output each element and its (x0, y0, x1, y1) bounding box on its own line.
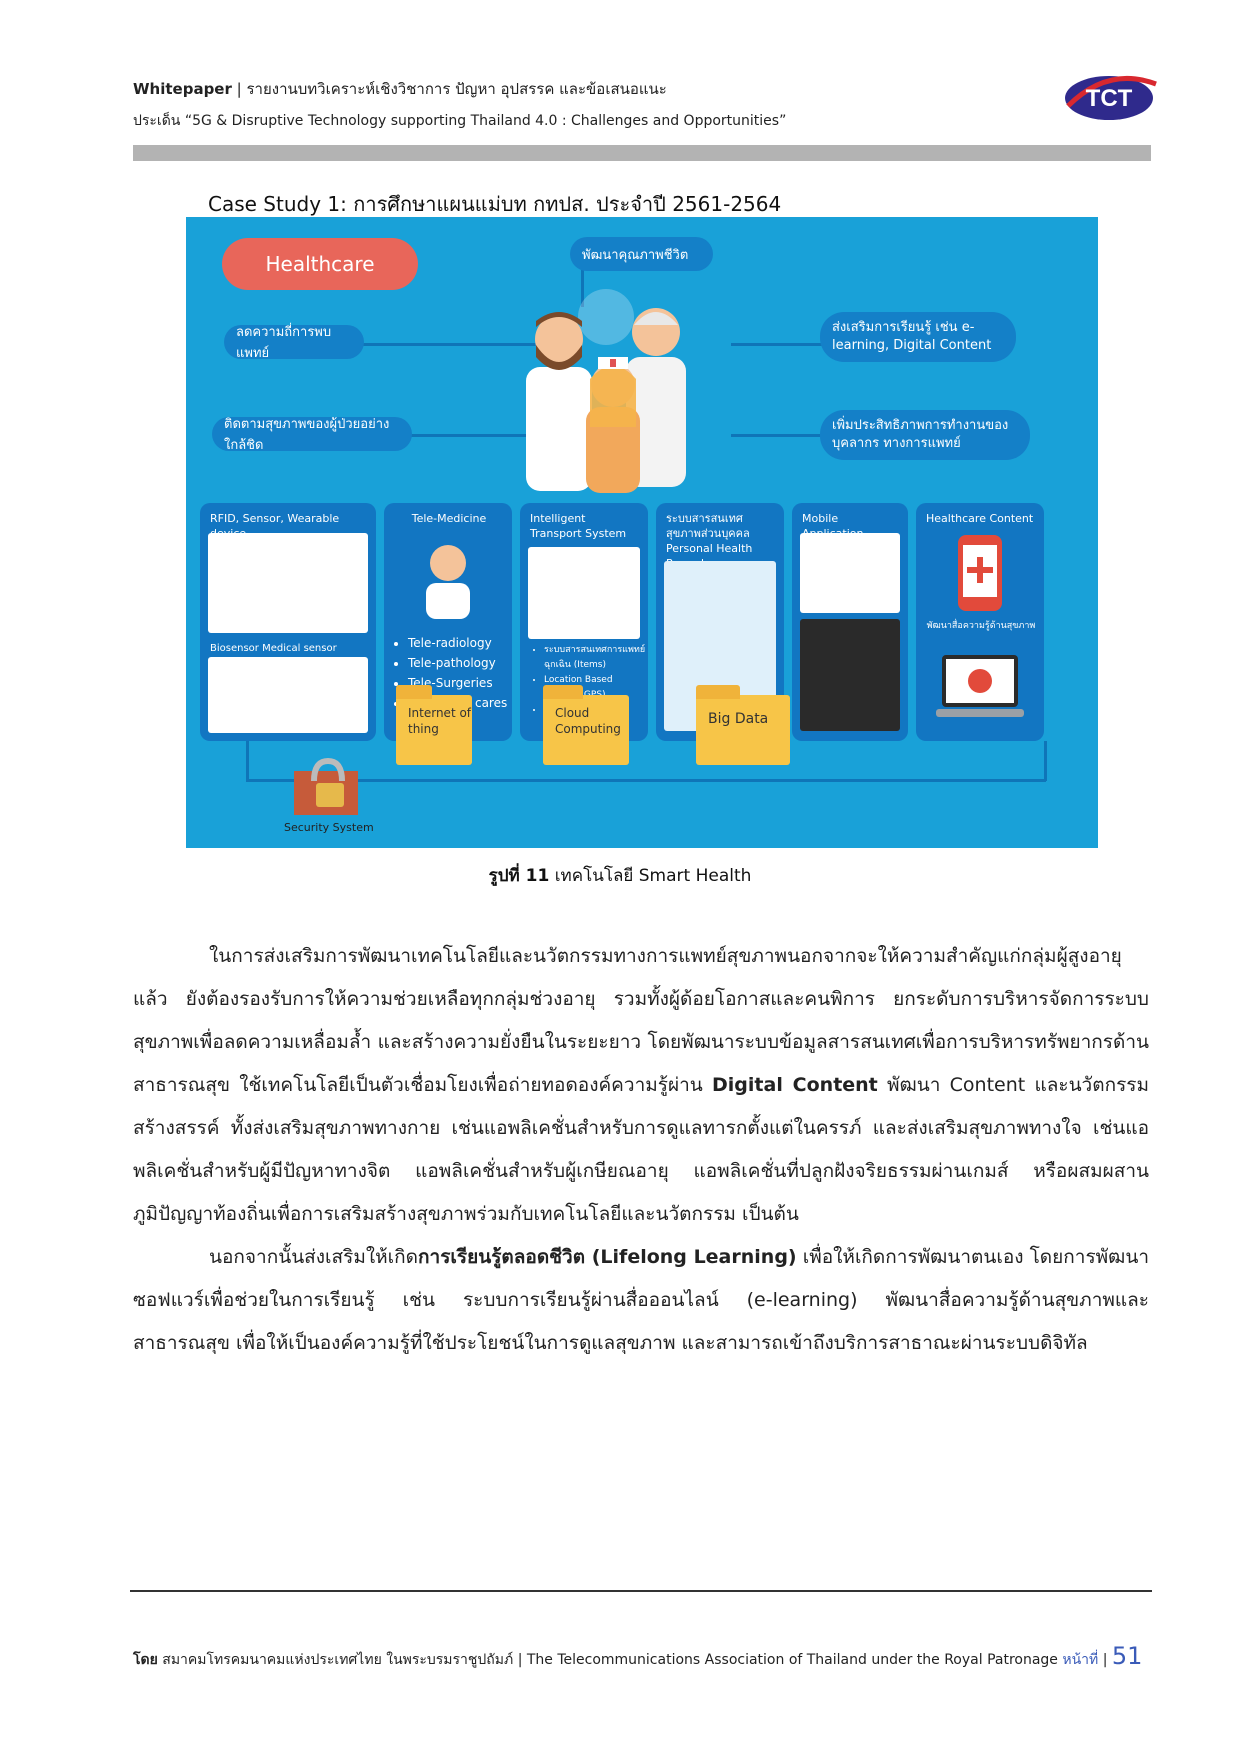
paragraph-1-part-b: พัฒนา Content และนวัตกรรมสร้างสรรค์ ทั้ง… (133, 1074, 1150, 1225)
phone-icon (958, 535, 1002, 611)
panel-title: Healthcare Content (926, 512, 1034, 525)
paragraph-1-bold: Digital Content (712, 1074, 878, 1096)
paragraph-2-part-a: นอกจากนั้นส่งเสริมให้เกิด (209, 1246, 419, 1268)
connector-line (731, 343, 851, 346)
header-divider (133, 145, 1151, 161)
bottom-bus-line (1044, 741, 1047, 781)
panel-title: Tele-Medicine (411, 512, 487, 525)
smart-health-infographic: Healthcare พัฒนาคุณภาพชีวิต ลดความถี่การ… (186, 217, 1098, 848)
folder-label: Internet of thing (408, 706, 472, 736)
paragraph-1: ในการส่งเสริมการพัฒนาเทคโนโลยีและนวัตกรร… (133, 935, 1149, 1236)
panel-image (800, 619, 900, 731)
page-number: 51 (1111, 1642, 1143, 1670)
security-system-label: Security System (284, 821, 374, 834)
case-study-title: Case Study 1: การศึกษาแผนแม่บท กทปส. ประ… (208, 192, 782, 216)
panel-subtitle: พัฒนาสื่อความรู้ด้านสุขภาพ (926, 621, 1036, 631)
footer-by: โดย (133, 1652, 158, 1668)
folder-label: Cloud Computing (555, 706, 621, 736)
panel-image (528, 547, 640, 639)
staff-efficiency-label: เพิ่มประสิทธิภาพการทำงานของบุคลากร ทางกา… (820, 410, 1030, 460)
logo-text: TCT (1086, 85, 1133, 112)
elearning-laptop-icon (936, 655, 1024, 717)
panel-mobile-application: Mobile Application (792, 503, 908, 741)
figure-caption-label: รูปที่ 11 (488, 866, 550, 886)
connector-line (406, 434, 576, 437)
page-number-label: หน้าที่ (1062, 1652, 1099, 1668)
footer-org: สมาคมโทรคมนาคมแห่งประเทศไทย ในพระบรมราชู… (157, 1652, 1063, 1668)
paragraph-2-part-b: เพื่อให้เกิดการพัฒนาตนเอง โดยการพัฒนาซอฟ… (133, 1246, 1150, 1354)
paragraph-2: นอกจากนั้นส่งเสริมให้เกิดการเรียนรู้ตลอด… (133, 1236, 1149, 1365)
medical-staff-illustration (526, 289, 686, 493)
elearning-label: ส่งเสริมการเรียนรู้ เช่น e-learning, Dig… (820, 312, 1016, 362)
paragraph-2-bold: การเรียนรู้ตลอดชีวิต (Lifelong Learning) (418, 1246, 797, 1268)
healthcare-label: Healthcare (222, 238, 418, 290)
figure-caption: รูปที่ 11 เทคโนโลยี Smart Health (0, 862, 1240, 889)
panel-rfid-sensor: RFID, Sensor, Wearable device Biosensor … (200, 503, 376, 741)
quality-of-life-label: พัฒนาคุณภาพชีวิต (570, 237, 713, 271)
panel-image (800, 533, 900, 613)
bottom-bus-line (246, 779, 1046, 782)
list-item: Tele-pathology (408, 653, 507, 673)
telemedicine-icon (426, 545, 470, 619)
panel-image (208, 657, 368, 733)
figure-caption-text: เทคโนโลยี Smart Health (549, 866, 752, 886)
folder-label: Big Data (708, 711, 769, 727)
body-text: ในการส่งเสริมการพัฒนาเทคโนโลยีและนวัตกรร… (133, 935, 1149, 1365)
reduce-visits-label: ลดความถี่การพบแพทย์ (224, 325, 364, 361)
connector-line (731, 434, 851, 437)
footer-separator: | (1098, 1652, 1112, 1668)
bottom-bus-line (246, 741, 249, 781)
header-subtitle: | รายงานบทวิเคราะห์เชิงวิชาการ ปัญหา อุป… (231, 80, 667, 98)
folder-cloud: Cloud Computing (543, 685, 629, 765)
tct-logo: TCT (1065, 75, 1157, 120)
header-line-2: ประเด็น “5G & Disruptive Technology supp… (133, 113, 787, 129)
panel-healthcare-content: Healthcare Content พัฒนาสื่อความรู้ด้านส… (916, 503, 1044, 741)
header-line-1: Whitepaper | รายงานบทวิเคราะห์เชิงวิชากา… (133, 78, 1133, 100)
page-footer: โดย สมาคมโทรคมนาคมแห่งประเทศไทย ในพระบรม… (133, 1642, 1151, 1671)
connector-line (346, 343, 536, 346)
panel-title: Intelligent Transport System (530, 512, 627, 540)
connector-line (581, 247, 584, 307)
header-brand: Whitepaper (133, 80, 232, 98)
paragraph-1-part-a: ในการส่งเสริมการพัฒนาเทคโนโลยีและนวัตกรร… (133, 945, 1149, 1096)
monitor-patients-label: ติดตามสุขภาพของผู้ป่วยอย่างใกล้ชิด (212, 417, 412, 453)
panel-subtitle: Biosensor Medical sensor (210, 643, 337, 654)
page-header: Whitepaper | รายงานบทวิเคราะห์เชิงวิชากา… (133, 78, 1133, 132)
security-lock-icon (294, 757, 358, 815)
folder-big-data: Big Data (696, 685, 790, 765)
panel-image (208, 533, 368, 633)
folder-iot: Internet of thing (396, 685, 472, 765)
list-item: ระบบสารสนเทศการแพทย์ ฉุกเฉิน (Items) (544, 643, 648, 673)
list-item: Tele-radiology (408, 633, 507, 653)
footer-divider (130, 1590, 1152, 1592)
